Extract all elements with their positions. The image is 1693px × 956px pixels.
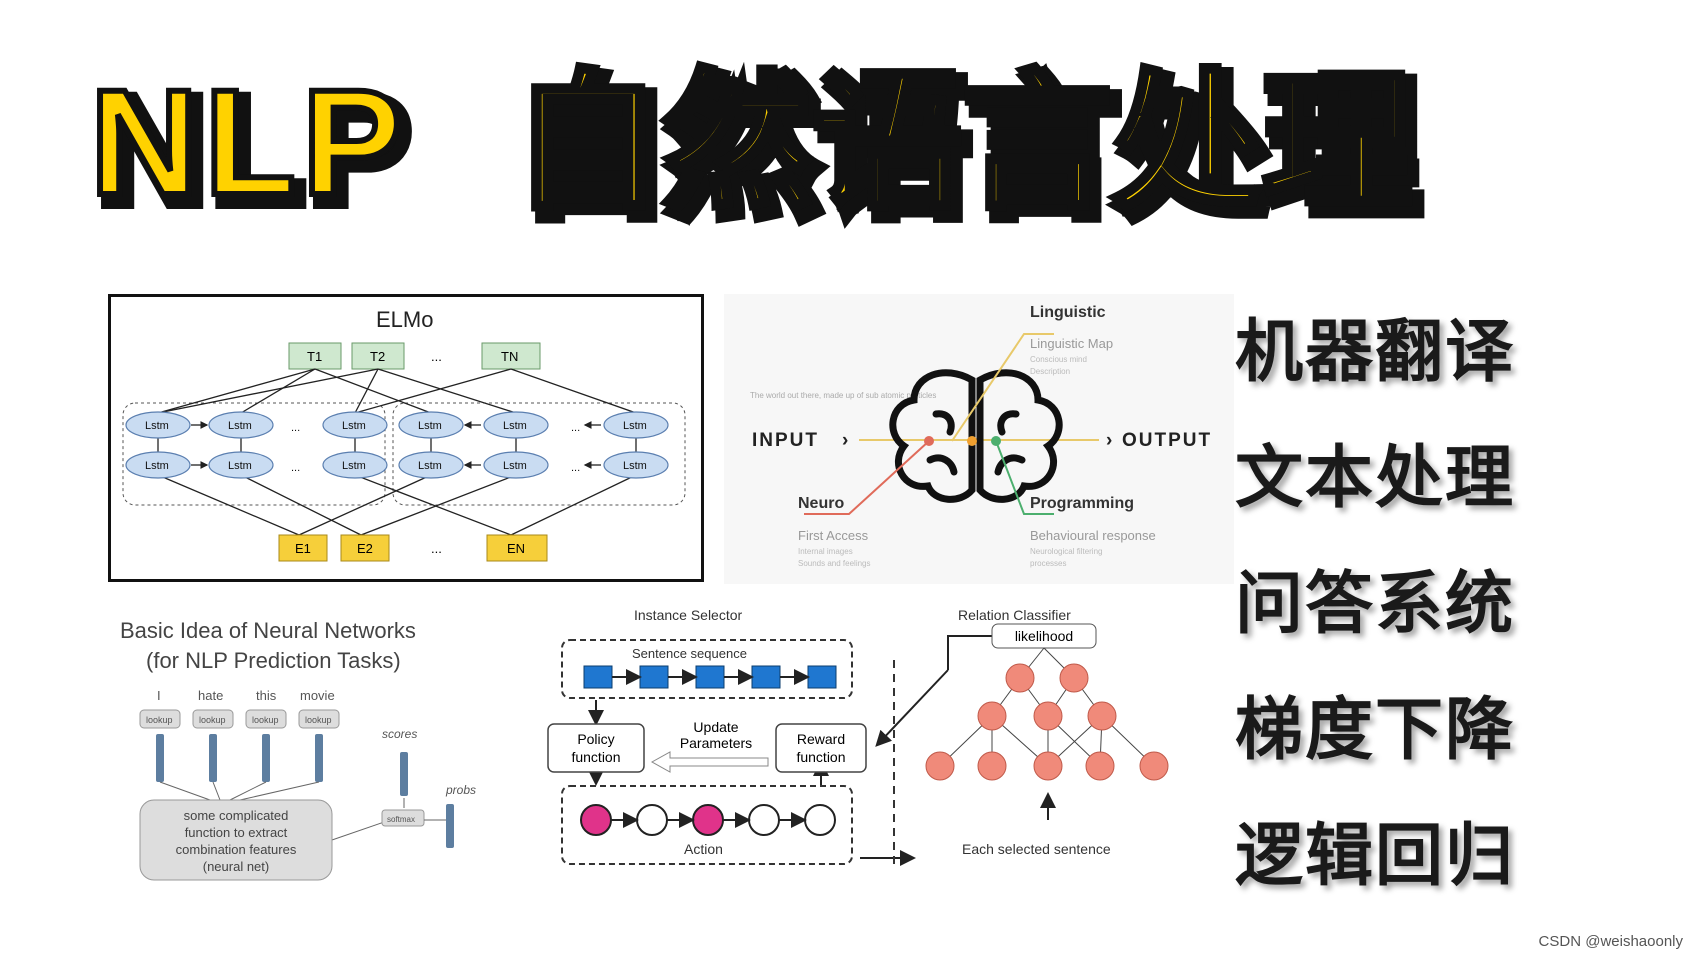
elmo-diagram: ELMo T1 T2 ... TN [108, 294, 704, 582]
elmo-output-label: T2 [370, 349, 385, 364]
nn-box-line: (neural net) [203, 859, 269, 874]
rl-each-selected: Each selected sentence [962, 841, 1111, 857]
lstm-label: Lstm [418, 460, 442, 472]
title-prefix: NLP [90, 60, 408, 226]
brain-description: Description [1030, 367, 1070, 376]
nn-word: hate [198, 688, 223, 703]
nn-box-line: combination features [176, 842, 297, 857]
brain-processes: processes [1030, 559, 1066, 568]
lstm-label: Lstm [228, 420, 252, 432]
nn-softmax-label: softmax [387, 815, 415, 824]
rl-relation-classifier: Relation Classifier [958, 607, 1071, 623]
brain-output-arrow: › [1106, 430, 1112, 451]
topic-item: 文本处理 [1235, 439, 1516, 518]
banner-title: NLP NLP 自然语言处理 自然语言处理 [87, 60, 1427, 240]
nlp-brain-diagram: The world out there, made up of sub atom… [724, 294, 1234, 584]
nn-lookup-label: lookup [305, 715, 332, 725]
lstm-label: Lstm [623, 460, 647, 472]
footer-watermark: CSDN @weishaoonly [1538, 933, 1683, 950]
rl-policy-line: Policy [577, 731, 614, 747]
rl-policy-line: function [571, 749, 620, 765]
nn-lookup-label: lookup [146, 715, 173, 725]
instance-selector-diagram: Instance Selector Relation Classifier Se… [540, 600, 1230, 900]
elmo-embedding-label: E2 [357, 541, 373, 556]
lstm-label: Lstm [503, 420, 527, 432]
brain-caption-world: The world out there, made up of sub atom… [750, 391, 936, 400]
elmo-ellipsis: ... [571, 422, 580, 434]
lstm-label: Lstm [418, 420, 442, 432]
nn-scores-label: scores [382, 727, 417, 741]
topic-item: 梯度下降 [1235, 691, 1516, 770]
nn-lookup-label: lookup [199, 715, 226, 725]
rl-update-line: Update [693, 719, 738, 735]
nn-word: movie [300, 688, 335, 703]
nn-title-line1: Basic Idea of Neural Networks [120, 618, 416, 643]
rl-action: Action [684, 841, 723, 857]
title-shadow-cn: 自然语言处理 [520, 66, 1420, 234]
topic-list: 机器翻译 文本处理 问答系统 梯度下降 逻辑回归 [1235, 305, 1565, 935]
lstm-label: Lstm [145, 460, 169, 472]
brain-behavioural: Behavioural response [1030, 528, 1156, 543]
nn-word: this [256, 688, 277, 703]
neural-network-diagram: Basic Idea of Neural Networks (for NLP P… [110, 610, 520, 930]
elmo-output-label: ... [431, 349, 442, 364]
brain-programming: Programming [1030, 495, 1134, 512]
nn-box-line: some complicated [184, 808, 289, 823]
brain-neuro-filter: Neurological filtering [1030, 547, 1102, 556]
brain-neuro: Neuro [798, 495, 844, 512]
elmo-ellipsis: ... [291, 422, 300, 434]
elmo-embedding-label: EN [507, 541, 525, 556]
brain-internal-images: Internal images [798, 547, 853, 556]
title-shadow-prefix: NLP [98, 66, 416, 234]
lstm-label: Lstm [623, 420, 647, 432]
elmo-embedding-label: ... [431, 541, 442, 556]
brain-input-arrow: › [842, 430, 848, 451]
nn-title-line2: (for NLP Prediction Tasks) [146, 648, 401, 673]
rl-reward-line: Reward [797, 731, 845, 747]
brain-first-access: First Access [798, 528, 869, 543]
lstm-label: Lstm [342, 460, 366, 472]
nn-lookups: lookup lookup lookup lookup [139, 709, 340, 729]
brain-linguistic-map: Linguistic Map [1030, 336, 1113, 351]
brain-output-label: OUTPUT [1122, 430, 1212, 451]
brain-conscious: Conscious mind [1030, 355, 1087, 364]
rl-instance-selector: Instance Selector [634, 607, 743, 623]
elmo-ellipsis: ... [291, 462, 300, 474]
nn-probs-label: probs [445, 783, 476, 797]
elmo-outputs: T1 T2 ... TN [288, 342, 541, 370]
brain-linguistic: Linguistic [1030, 304, 1106, 321]
brain-sounds: Sounds and feelings [798, 559, 871, 568]
topic-item: 机器翻译 [1235, 313, 1516, 392]
rl-sentence-sequence: Sentence sequence [632, 646, 747, 661]
nn-word: I [157, 688, 161, 703]
topic-item: 逻辑回归 [1235, 817, 1516, 896]
topic-item: 问答系统 [1235, 565, 1516, 644]
nn-lookup-label: lookup [252, 715, 279, 725]
title-cn: 自然语言处理 [512, 60, 1412, 226]
brain-icon [889, 369, 1063, 503]
brain-input-label: INPUT [752, 430, 819, 451]
elmo-output-label: TN [501, 349, 518, 364]
elmo-ellipsis: ... [571, 462, 580, 474]
rl-update-line: Parameters [680, 735, 752, 751]
nn-box-line: function to extract [185, 825, 288, 840]
rl-likelihood: likelihood [1015, 628, 1073, 644]
elmo-embeddings: E1 E2 ... EN [278, 534, 548, 562]
elmo-embedding-label: E1 [295, 541, 311, 556]
lstm-label: Lstm [145, 420, 169, 432]
rl-reward-line: function [796, 749, 845, 765]
elmo-title: ELMo [376, 307, 433, 332]
lstm-label: Lstm [342, 420, 366, 432]
lstm-label: Lstm [228, 460, 252, 472]
lstm-label: Lstm [503, 460, 527, 472]
elmo-output-label: T1 [307, 349, 322, 364]
